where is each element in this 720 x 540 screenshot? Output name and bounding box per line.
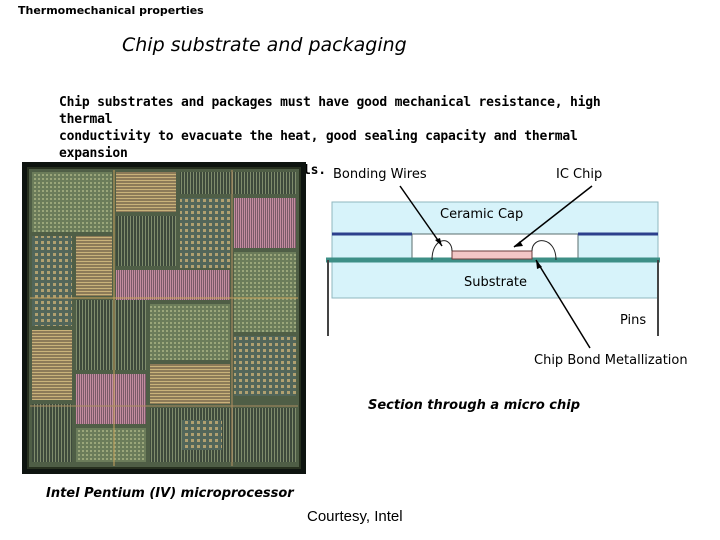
label-pins: Pins (620, 313, 646, 328)
courtesy-credit: Courtesy, Intel (307, 508, 403, 525)
label-ic-chip: IC Chip (556, 167, 602, 182)
diagram-caption: Section through a micro chip (368, 398, 581, 413)
microprocessor-die-photo (22, 162, 306, 474)
chip-cross-section-diagram: Bonding Wires IC Chip Ceramic Cap Substr… (326, 167, 688, 368)
label-bonding-wires: Bonding Wires (333, 167, 427, 182)
slide-title: Chip substrate and packaging (122, 34, 407, 56)
intro-paragraph: Chip substrates and packages must have g… (59, 94, 649, 179)
label-chip-bond: Chip Bond Metallization (534, 353, 688, 368)
intro-line: conductivity to evacuate the heat, good … (59, 129, 578, 161)
ic-chip (451, 250, 533, 260)
label-substrate: Substrate (464, 275, 527, 290)
photo-caption: Intel Pentium (IV) microprocessor (46, 486, 294, 501)
intro-line: Chip substrates and packages must have g… (59, 95, 601, 127)
section-label: Thermomechanical properties (18, 4, 204, 17)
label-ceramic-cap: Ceramic Cap (440, 207, 523, 222)
